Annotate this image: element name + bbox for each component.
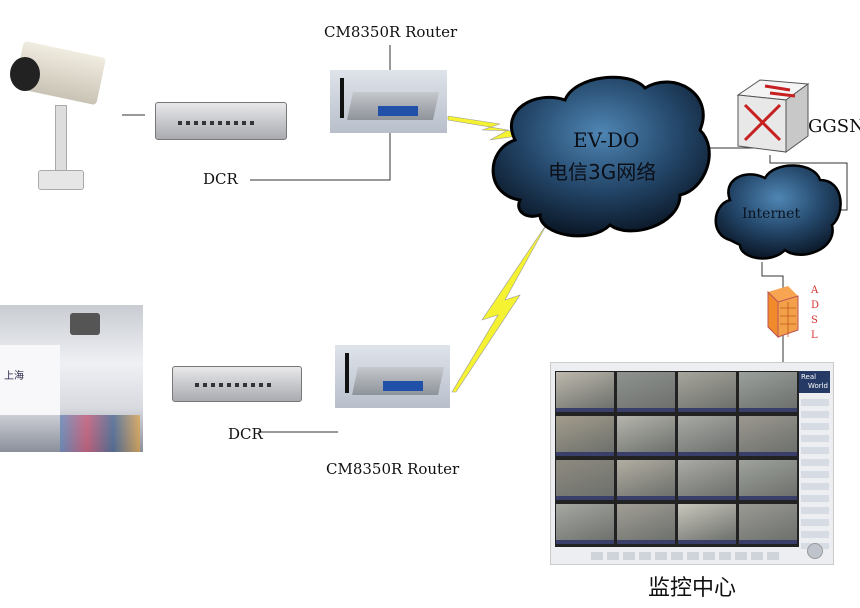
ggsn-label: GGSN	[808, 116, 860, 137]
toolbar-buttons	[591, 552, 781, 560]
video-tile	[617, 460, 675, 500]
ptz-knob	[807, 543, 823, 559]
video-tile	[556, 460, 614, 500]
camera-photo	[0, 35, 120, 200]
video-tile	[617, 504, 675, 544]
dcr-label-bottom: DCR	[228, 425, 263, 443]
adsl-letter: L	[811, 330, 818, 341]
video-tile	[556, 416, 614, 456]
video-tile	[678, 372, 736, 412]
adsl-label: A D S L	[811, 283, 821, 343]
dcr-device-bottom	[172, 366, 302, 402]
firewall-icon	[767, 286, 799, 339]
station-photo: 上海	[0, 305, 143, 452]
ggsn-internet-link	[769, 155, 848, 211]
internet-firewall-link	[761, 262, 784, 288]
router-label-bottom: CM8350R Router	[326, 460, 460, 478]
monitor-center-label: 监控中心	[648, 576, 737, 601]
router-label-top: CM8350R Router	[324, 23, 458, 41]
video-tile	[739, 460, 797, 500]
video-tile	[739, 416, 797, 456]
internet-label: Internet	[742, 206, 801, 222]
dcr-label-top: DCR	[203, 170, 238, 188]
internet-cloud	[714, 164, 842, 260]
video-tile	[739, 504, 797, 544]
ggsn-router-icon	[736, 79, 810, 153]
brand-line1: Real	[801, 373, 817, 381]
video-tile	[556, 372, 614, 412]
adsl-letter: S	[811, 315, 818, 326]
evdo-cloud	[491, 75, 711, 238]
dcr-router-link-top	[250, 133, 391, 181]
dcr-device-top	[155, 102, 287, 140]
monitoring-software-screenshot: Real World	[550, 362, 834, 565]
adsl-letter: D	[811, 300, 820, 311]
cloud-label-3g: 电信3G网络	[548, 160, 657, 184]
cloud-label-evdo: EV-DO	[573, 128, 640, 152]
video-tile	[678, 504, 736, 544]
router-photo-top	[330, 70, 447, 133]
adsl-letter: A	[811, 285, 819, 296]
brand-panel: Real World	[799, 371, 830, 393]
video-grid	[555, 371, 799, 547]
video-tile	[617, 372, 675, 412]
video-tile	[617, 416, 675, 456]
brand-line2: World	[807, 382, 828, 390]
wireless-link-bottom	[451, 221, 549, 393]
router-photo-bottom	[335, 345, 450, 408]
video-tile	[678, 416, 736, 456]
ptz-controls	[801, 399, 829, 549]
video-tile	[678, 460, 736, 500]
video-tile	[739, 372, 797, 412]
video-tile	[556, 504, 614, 544]
